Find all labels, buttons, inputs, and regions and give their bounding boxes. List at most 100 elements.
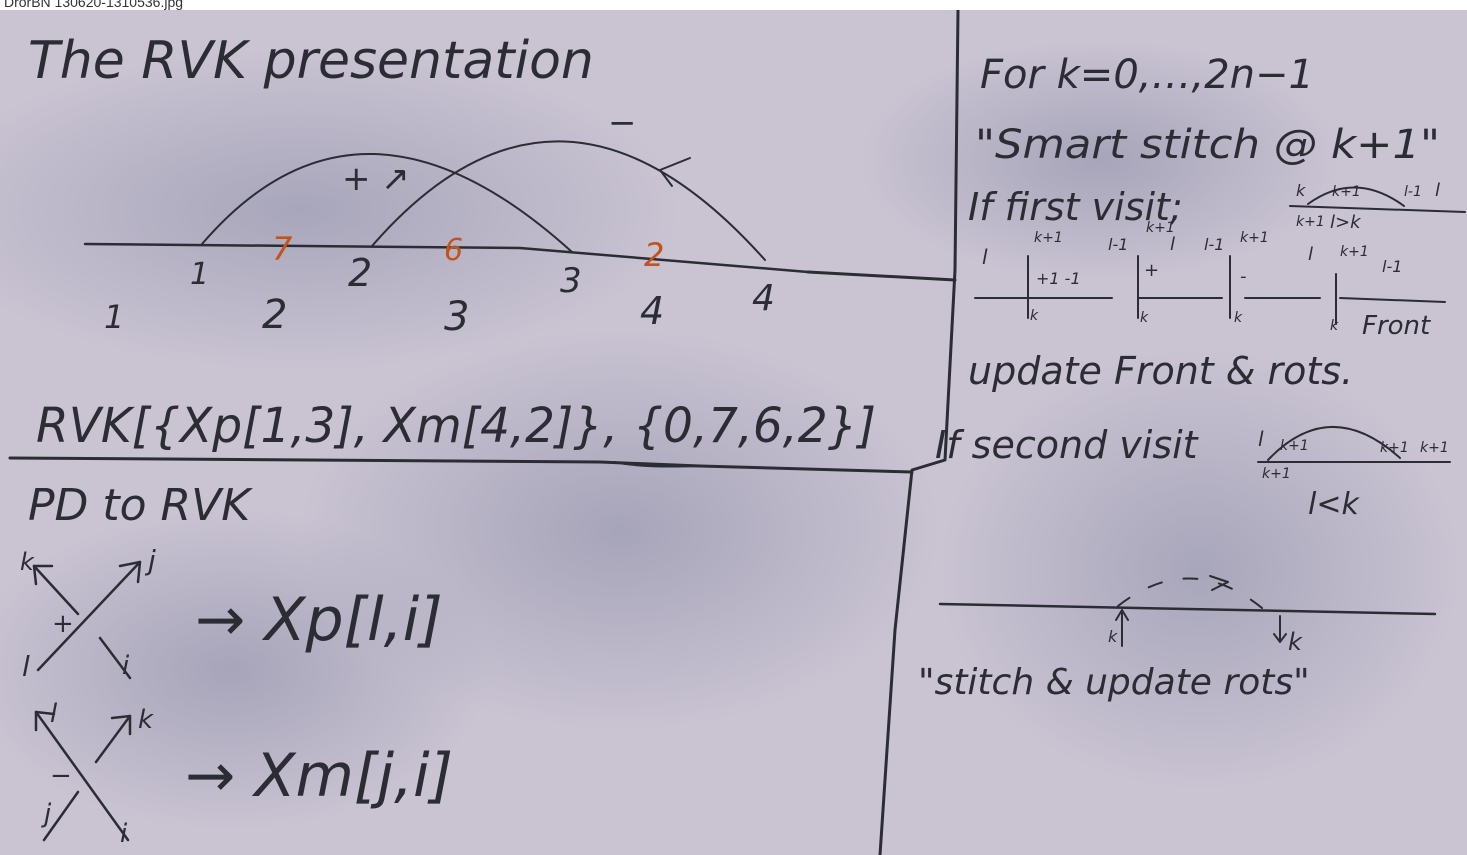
mini-label: l>k (1330, 212, 1362, 233)
number-line (83, 242, 810, 274)
axis-number: 2 (348, 251, 372, 295)
lower-number: 4 (640, 289, 664, 333)
first-visit-line: If first visit; (968, 185, 1183, 229)
case-label: k (1330, 318, 1339, 334)
smudge (940, 350, 1460, 790)
arc-arrow (659, 157, 691, 187)
case-label: l (1308, 244, 1313, 265)
mini-label: l (1435, 180, 1440, 201)
stitch-tick (1115, 609, 1129, 647)
whiteboard-canvas: The RVK presentation + ↗ − 7 6 2 1 2 3 4… (0, 10, 1467, 855)
board-title: The RVK presentation (28, 31, 594, 91)
smudge (0, 510, 490, 830)
neg-crossing-result: → Xm[j,i] (185, 741, 453, 811)
case-label: k+1 (1034, 230, 1063, 246)
loop-line: For k=0,…,2n−1 (980, 52, 1314, 98)
case-label: l-1 (1204, 235, 1224, 254)
case-label: Front (1362, 311, 1431, 341)
case-line (974, 297, 1446, 303)
arrow-head (34, 710, 56, 732)
second-visit-diagram: l k+1 k+1 k+1 k+1 l<k (1257, 426, 1451, 522)
mini-label: k+1 (1262, 466, 1291, 482)
case-label: l-1 (1382, 257, 1402, 276)
mini-arc (1307, 186, 1405, 207)
crossing-label: k (138, 705, 154, 735)
stitch-line (938, 602, 1437, 616)
lower-number: 3 (444, 294, 469, 340)
mini-label: l-1 (1404, 184, 1422, 200)
arc-label-plus: + ↗ (342, 159, 410, 199)
case-label: + (1144, 260, 1159, 281)
mini-label: k+1 (1280, 438, 1309, 454)
mini-label: l (1258, 427, 1264, 451)
arc-positive (201, 153, 573, 253)
mini-label: k+1 (1380, 440, 1409, 456)
mini-arc (1267, 426, 1401, 461)
mini-label: k+1 (1296, 214, 1325, 230)
mini-label: k+1 (1420, 440, 1449, 456)
stitch-label: k (1108, 627, 1118, 646)
mini-line (1289, 205, 1466, 213)
axis-number: 3 (560, 261, 582, 301)
mini-label: k+1 (1332, 184, 1361, 200)
positive-crossing: k j l i + (20, 544, 156, 683)
crossing-label: i (122, 651, 130, 681)
formula-underline (614, 461, 701, 468)
negative-crossing: l k j i − (34, 699, 154, 849)
rvk-formula: RVK[{Xp[1,3], Xm[4,2]}, {0,7,6,2}] (36, 398, 876, 454)
smudge (0, 50, 680, 370)
pd-heading: PD to RVK (28, 480, 253, 531)
crossing-sign: − (50, 761, 72, 791)
axis-number: 4 (752, 278, 775, 319)
arrow-head (32, 564, 54, 586)
case-label: - (1240, 266, 1247, 287)
arc-label-minus: − (608, 103, 637, 143)
over-strand (34, 710, 130, 842)
case-label: k+1 (1340, 244, 1369, 260)
arrow-head (118, 560, 142, 584)
smudge (860, 40, 1340, 280)
crossing-sign: + (52, 609, 74, 639)
smart-stitch-line: "Smart stitch @ k+1" (975, 122, 1440, 168)
case-label: l-1 (1108, 235, 1128, 254)
case-diagrams: l k+1 +1 -1 k l-1 k+1 l + k l-1 k+1 - k … (974, 220, 1446, 341)
over-label: 6 (444, 233, 463, 268)
update-line: update Front & rots. (968, 349, 1353, 393)
second-visit-line: If second visit (935, 423, 1200, 467)
case-label: k (1140, 310, 1149, 326)
case-verticals (1027, 255, 1337, 325)
arc-negative (371, 140, 766, 261)
crossing-label: l (22, 650, 30, 683)
case-label: k (1030, 308, 1039, 324)
horizontal-divider (8, 456, 914, 474)
over-strand (36, 560, 142, 672)
case-label: +1 -1 (1036, 269, 1081, 288)
mini-label: k (1296, 181, 1306, 200)
axis-number: 1 (190, 257, 209, 292)
stitch-arrow (1209, 575, 1229, 591)
crossing-label: j (41, 799, 52, 829)
stitch-label: k (1288, 628, 1303, 656)
case-label: k+1 (1146, 220, 1175, 236)
lower-number: 2 (262, 292, 287, 338)
vertical-divider (878, 10, 960, 855)
crossing-label: k (20, 548, 35, 576)
case-label: l (1170, 234, 1175, 255)
stitch-diagram: k k (938, 575, 1437, 656)
arrow-head (110, 714, 132, 736)
case-label: l (982, 245, 988, 269)
under-strand (42, 714, 132, 842)
under-strand (32, 564, 132, 680)
mini-label: l<k (1308, 487, 1360, 522)
stitch-update-line: "stitch & update rots" (918, 662, 1310, 703)
lower-number: 1 (104, 298, 124, 336)
whiteboard-photo: The RVK presentation + ↗ − 7 6 2 1 2 3 4… (0, 10, 1467, 855)
case-label: k+1 (1240, 230, 1269, 246)
first-visit-diagram: k k+1 k+1 l>k l l-1 (1289, 180, 1466, 233)
stitch-arc (1117, 577, 1263, 609)
stitch-tick (1273, 615, 1287, 643)
crossing-label: l (50, 699, 58, 729)
divider-extension (806, 270, 957, 282)
over-label: 2 (644, 236, 664, 274)
over-label: 7 (272, 230, 293, 268)
